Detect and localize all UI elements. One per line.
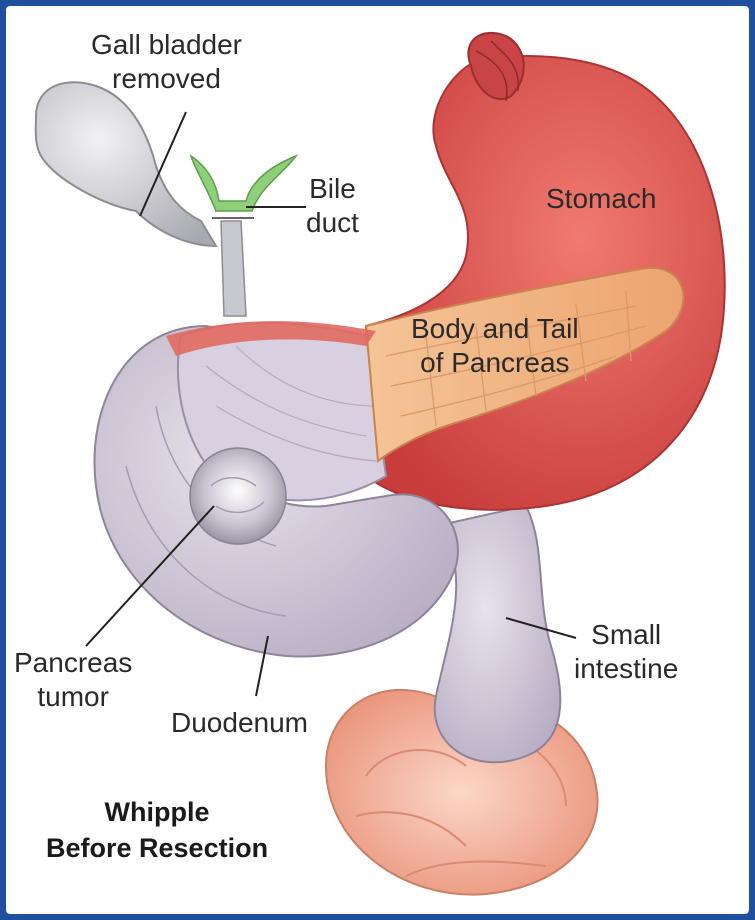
anatomy-illustration xyxy=(6,6,749,914)
label-pancreas-tumor: Pancreas tumor xyxy=(14,646,132,714)
label-pancreas-line1: Body and Tail xyxy=(411,312,579,346)
label-pancreas-tumor-line2: tumor xyxy=(14,680,132,714)
illustration-panel: Gall bladder removed Bile duct Stomach B… xyxy=(6,6,749,914)
label-pancreas-line2: of Pancreas xyxy=(411,346,579,380)
diagram-title: Whipple Before Resection xyxy=(46,794,268,866)
title-line1: Whipple xyxy=(46,794,268,830)
label-duodenum: Duodenum xyxy=(171,706,308,740)
title-line2: Before Resection xyxy=(46,830,268,866)
label-small-intestine: Small intestine xyxy=(574,618,678,686)
label-gall-bladder-line1: Gall bladder xyxy=(91,28,242,62)
label-bile-duct: Bile duct xyxy=(306,172,359,240)
label-pancreas-tumor-line1: Pancreas xyxy=(14,646,132,680)
gall-bladder xyxy=(36,82,216,246)
label-gall-bladder-line2: removed xyxy=(91,62,242,96)
label-small-intestine-line2: intestine xyxy=(574,652,678,686)
stomach xyxy=(366,33,725,510)
label-stomach: Stomach xyxy=(546,182,657,216)
label-pancreas-body-tail: Body and Tail of Pancreas xyxy=(411,312,579,380)
label-gall-bladder: Gall bladder removed xyxy=(91,28,242,96)
label-bile-duct-line1: Bile xyxy=(306,172,359,206)
label-bile-duct-line2: duct xyxy=(306,206,359,240)
label-small-intestine-line1: Small xyxy=(574,618,678,652)
pancreas-tumor xyxy=(190,448,286,544)
